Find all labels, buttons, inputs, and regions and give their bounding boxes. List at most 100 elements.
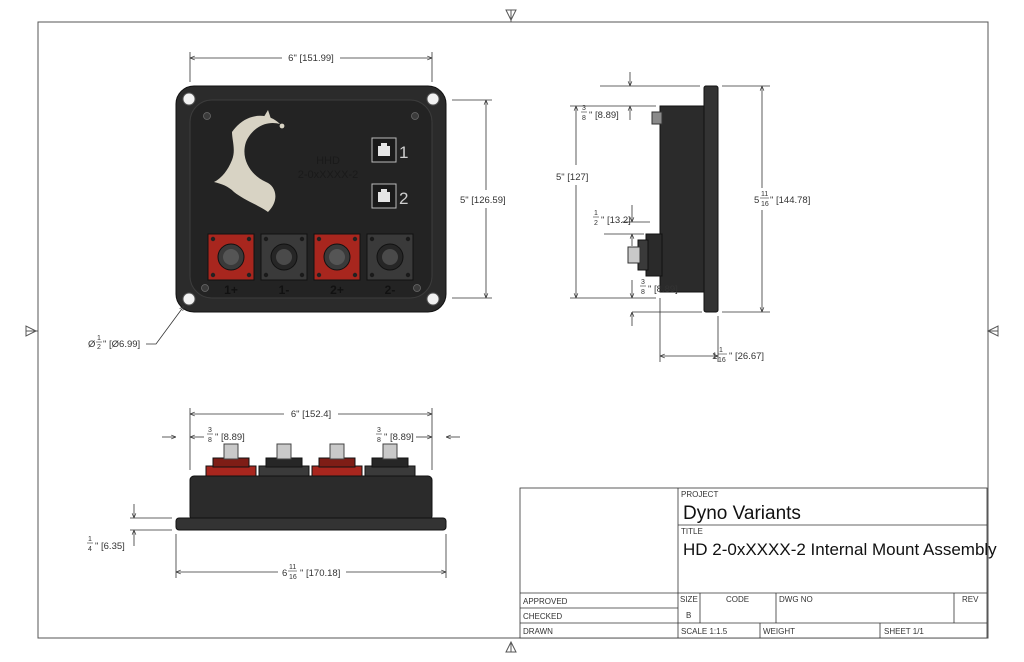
- bottom-terminal-1-minus: [258, 443, 310, 477]
- svg-text:8: 8: [641, 289, 645, 296]
- front-width-dim: 6" [151.99]: [288, 53, 334, 64]
- svg-text:2: 2: [594, 220, 598, 227]
- side-terminal-post: [627, 246, 641, 264]
- svg-text:1: 1: [88, 536, 92, 543]
- bottom-dimensions: [130, 408, 460, 578]
- plate-line1: HHD: [316, 155, 340, 167]
- project-value: Dyno Variants: [683, 503, 801, 524]
- svg-text:" [144.78]: " [144.78]: [770, 195, 810, 206]
- approved-label: APPROVED: [523, 597, 568, 606]
- face-screws: [201, 112, 421, 292]
- svg-text:16: 16: [761, 201, 769, 208]
- bottom-terminal-1-plus: [205, 443, 257, 477]
- front-view: HHD 2-0xXXXX-2 1 2: [175, 85, 447, 313]
- svg-text:6: 6: [282, 568, 287, 579]
- terminal-2-plus: [313, 233, 361, 281]
- svg-text:5: 5: [754, 195, 759, 206]
- side-mid-offset-dim: 1 2 " [13.2]: [593, 210, 631, 227]
- side-dimensions: [570, 72, 770, 362]
- side-view: [627, 85, 719, 313]
- port-label-2: 2: [399, 189, 408, 208]
- svg-text:1: 1: [719, 347, 723, 354]
- terminal-2-minus: [366, 233, 414, 281]
- side-overall-height-dim: 5 11 16 " [144.78]: [754, 191, 810, 208]
- side-height-dim: 5" [127]: [556, 172, 588, 183]
- weight-label: WEIGHT: [763, 627, 795, 636]
- svg-text:" [8.89]: " [8.89]: [589, 110, 619, 121]
- bottom-view: [175, 443, 447, 531]
- svg-text:" [13.2]: " [13.2]: [601, 215, 631, 226]
- centering-marks: [25, 9, 999, 653]
- svg-text:3: 3: [641, 279, 645, 286]
- terminal-label-2-minus: 2-: [385, 283, 396, 297]
- svg-text:" [Ø6.99]: " [Ø6.99]: [103, 339, 140, 350]
- title-block: [519, 487, 988, 639]
- svg-text:" [26.67]: " [26.67]: [729, 351, 764, 362]
- side-top-offset-dim: 3 8 " [8.89]: [581, 105, 619, 122]
- sheet-text: SHEET 1/1: [884, 627, 924, 636]
- plate-line2: 2-0xXXXX-2: [298, 169, 359, 181]
- svg-text:1: 1: [594, 210, 598, 217]
- svg-text:" [6.35]: " [6.35]: [95, 541, 125, 552]
- svg-text:2: 2: [97, 344, 101, 351]
- terminal-label-2-plus: 2+: [330, 283, 344, 297]
- svg-text:16: 16: [718, 357, 726, 364]
- front-height-dim: 5" [126.59]: [460, 195, 506, 206]
- svg-text:" [8.89]: " [8.89]: [215, 432, 245, 443]
- bottom-overall-width-dim: 6 11 16 " [170.18]: [282, 564, 340, 581]
- code-label: CODE: [726, 595, 749, 604]
- title-label: TITLE: [681, 527, 703, 536]
- scale-text: SCALE 1:1.5: [681, 627, 728, 636]
- side-body: [659, 105, 711, 293]
- bottom-terminal-2-minus: [364, 443, 416, 477]
- svg-text:3: 3: [582, 105, 586, 112]
- bottom-terminal-2-plus: [311, 443, 363, 477]
- side-depth-dim: 1 1 16 " [26.67]: [712, 347, 764, 364]
- svg-text:8: 8: [208, 437, 212, 444]
- side-flange: [703, 85, 719, 313]
- side-low-offset-dim: 3 8 " [8.89]: [640, 279, 678, 296]
- bottom-width-dim: 6" [152.4]: [291, 409, 331, 420]
- svg-text:8: 8: [582, 115, 586, 122]
- rev-label: REV: [962, 595, 979, 604]
- svg-text:11: 11: [761, 191, 768, 198]
- sheet-border: [37, 21, 989, 639]
- dwg-no-label: DWG NO: [779, 595, 813, 604]
- hole-dim: Ø 1 2 " [Ø6.99]: [88, 335, 140, 351]
- side-rj45: [651, 111, 663, 125]
- svg-text:3: 3: [377, 427, 381, 434]
- terminal-1-plus: [207, 233, 255, 281]
- svg-text:8: 8: [377, 437, 381, 444]
- shark-logo: [214, 110, 285, 212]
- svg-text:16: 16: [289, 574, 297, 581]
- svg-text:11: 11: [289, 564, 296, 571]
- terminal-1-minus: [260, 233, 308, 281]
- drawn-label: DRAWN: [523, 627, 553, 636]
- svg-text:Ø: Ø: [88, 339, 96, 350]
- bottom-left-offset-dim: 3 8 " [8.89]: [207, 427, 245, 444]
- svg-text:3: 3: [208, 427, 212, 434]
- bottom-flange-dim: 1 4 " [6.35]: [87, 536, 125, 553]
- size-label: SIZE: [680, 595, 698, 604]
- svg-text:1: 1: [712, 351, 717, 362]
- bottom-flange: [175, 517, 447, 531]
- bottom-body: [189, 475, 433, 521]
- front-dimensions: [146, 52, 492, 345]
- project-label: PROJECT: [681, 490, 718, 499]
- title-value: HD 2-0xXXXX-2 Internal Mount Assembly: [683, 540, 997, 559]
- rj45-port-2: [371, 183, 397, 209]
- size-value: B: [686, 611, 691, 620]
- svg-text:4: 4: [88, 546, 92, 553]
- rj45-port-1: [371, 137, 397, 163]
- terminal-label-1-plus: 1+: [224, 283, 238, 297]
- svg-text:" [170.18]: " [170.18]: [300, 568, 340, 579]
- bottom-right-offset-dim: 3 8 " [8.89]: [376, 427, 414, 444]
- svg-text:" [8.89]: " [8.89]: [648, 284, 678, 295]
- svg-text:" [8.89]: " [8.89]: [384, 432, 414, 443]
- checked-label: CHECKED: [523, 612, 562, 621]
- mounting-holes: [182, 92, 440, 306]
- port-label-1: 1: [399, 143, 408, 162]
- terminal-label-1-minus: 1-: [279, 283, 290, 297]
- svg-text:1: 1: [97, 335, 101, 342]
